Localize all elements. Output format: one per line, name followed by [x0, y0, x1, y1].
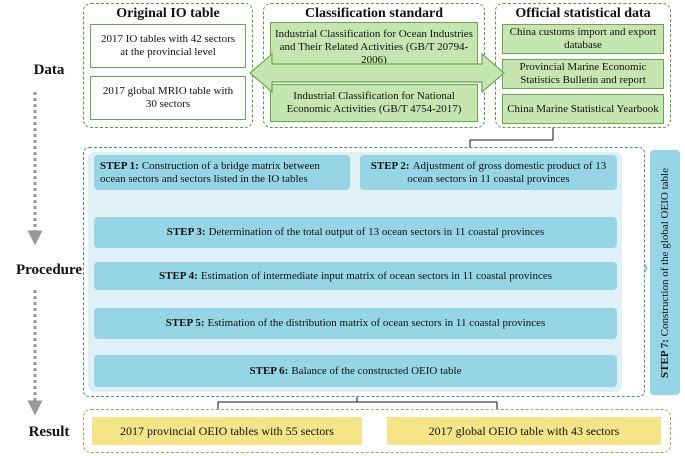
step-6-text: Balance of the constructed OEIO table — [291, 364, 462, 377]
step-2-label: STEP 2: — [370, 159, 410, 172]
step-2-text: Adjustment of gross domestic product of … — [407, 159, 607, 185]
step-4-text: Estimation of intermediate input matrix … — [200, 269, 552, 282]
classification-national-standard: Industrial Classification for National E… — [270, 84, 478, 122]
step-1-label: STEP 1: — [100, 159, 139, 172]
io-doc-global: 2017 global MRIO table with 30 sectors — [90, 76, 246, 120]
result-panel: 2017 provincial OEIO tables with 55 sect… — [83, 409, 671, 453]
step-3-box: STEP 3:Determination of the total output… — [94, 217, 617, 248]
step-1-box: STEP 1:Construction of a bridge matrix b… — [94, 155, 350, 190]
step-2-box: STEP 2:Adjustment of gross domestic prod… — [360, 155, 617, 190]
row-label-data: Data — [33, 62, 65, 78]
green-double-arrow — [249, 52, 505, 94]
step-7-text: Construction of the global OEIO table — [659, 167, 671, 336]
statistical-panel-title: Official statistical data — [515, 6, 651, 21]
classification-panel-title: Classification standard — [304, 6, 444, 21]
result-provincial-oeio: 2017 provincial OEIO tables with 55 sect… — [92, 417, 362, 445]
result-global-oeio: 2017 global OEIO table with 43 sectors — [387, 417, 661, 445]
step-4-box: STEP 4:Estimation of intermediate input … — [94, 262, 617, 290]
step-6-label: STEP 6: — [249, 364, 289, 377]
step-4-label: STEP 4: — [158, 269, 198, 282]
stat-bulletin-report: Provincial Marine Economic Statistics Bu… — [502, 59, 664, 89]
step-5-label: STEP 5: — [165, 317, 205, 329]
io-doc-provincial: 2017 IO tables with 42 sectors at the pr… — [90, 24, 246, 68]
step-5-text: Estimation of the distribution matrix of… — [207, 317, 546, 329]
step-7-label: STEP 7: — [659, 338, 671, 378]
stat-yearbook: China Marine Statistical Yearbook — [502, 94, 664, 124]
row-label-result: Result — [28, 424, 70, 440]
step-7-box — [650, 150, 680, 395]
stat-customs-database: China customs import and export database — [502, 24, 664, 54]
step-3-label: STEP 3: — [166, 226, 206, 238]
io-table-panel: Original IO table 2017 IO tables with 42… — [83, 3, 253, 128]
step-7-content: STEP 7: Construction of the global OEIO … — [659, 168, 671, 378]
statistical-data-panel: Official statistical data China customs … — [495, 3, 671, 128]
step-6-box: STEP 6:Balance of the constructed OEIO t… — [94, 355, 617, 387]
io-panel-title: Original IO table — [116, 6, 220, 21]
step-1-text: Construction of a bridge matrix between … — [100, 159, 320, 185]
step-3-text: Determination of the total output of 13 … — [208, 226, 545, 238]
step-5-box: STEP 5:Estimation of the distribution ma… — [94, 308, 617, 339]
row-label-procedure: Procedure — [15, 262, 83, 278]
